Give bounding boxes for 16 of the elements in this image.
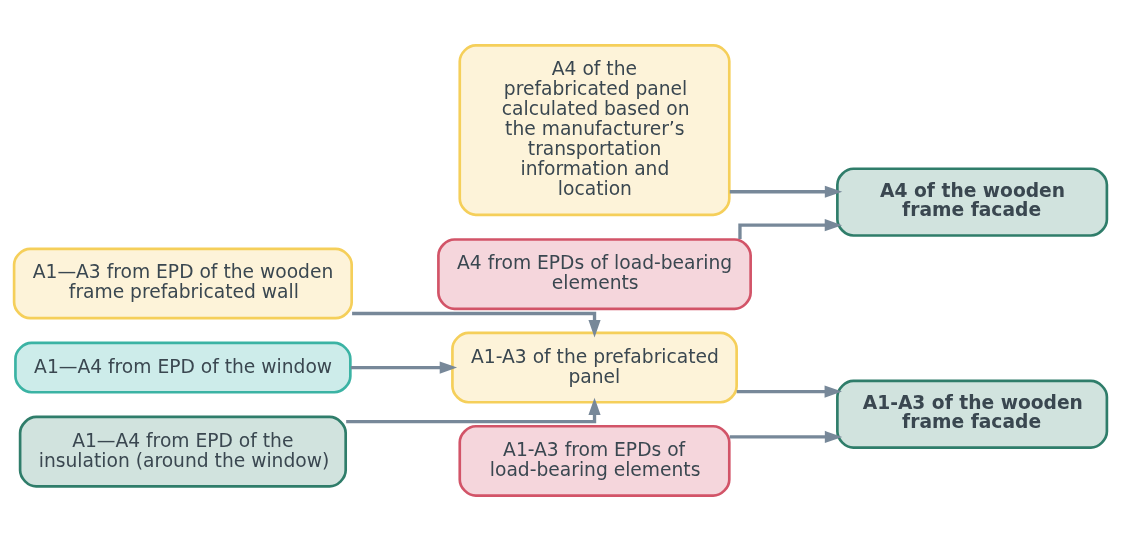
node-box: A1-A3 of the wooden frame facade (836, 379, 1109, 449)
node-box: A4 of the prefabricated panel calculated based on the manufacturer’s transportation information and location (458, 44, 731, 217)
arrow (350, 361, 458, 374)
node-box: A1—A4 from EPD of the window (14, 341, 352, 394)
node-box: A1-A3 of the prefabricated panel (451, 331, 738, 404)
node-box: A1—A4 from EPD of the insulation (around the window) (18, 415, 347, 488)
arrow (738, 219, 843, 240)
arrow (352, 311, 601, 338)
node-box: A1—A3 from EPD of the wooden frame prefabricated wall (12, 247, 353, 320)
node-box: A1-A3 from EPDs of load-bearing elements (458, 424, 731, 497)
arrow (729, 185, 843, 198)
arrow (729, 430, 843, 444)
node-box: A4 of the wooden frame facade (836, 167, 1109, 237)
arrow (346, 397, 601, 424)
node-box: A4 from EPDs of load-bearing elements (437, 238, 752, 311)
arrow (736, 385, 842, 398)
